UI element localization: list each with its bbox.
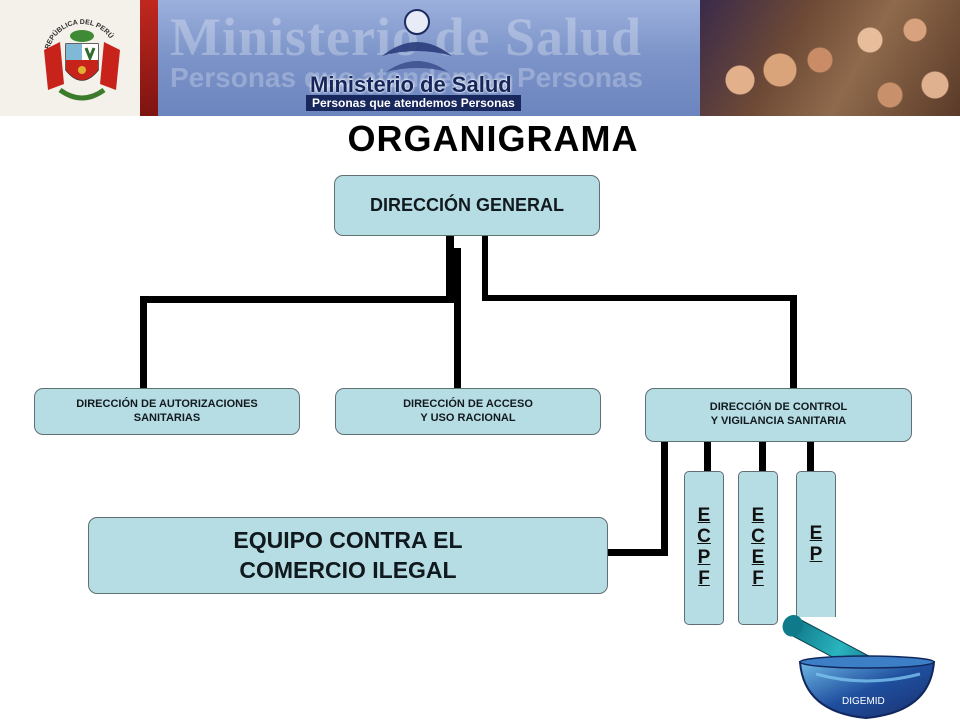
connector-control-drop bbox=[790, 295, 797, 390]
node-direccion-autorizaciones: DIRECCIÓN DE AUTORIZACIONES SANITARIAS bbox=[34, 388, 300, 435]
node-acceso-label-1: DIRECCIÓN DE ACCESO bbox=[403, 397, 533, 410]
connector-autorizaciones-drop bbox=[140, 296, 147, 390]
connector-horizontal-right bbox=[482, 295, 797, 301]
node-equipo-comercio-ilegal: EQUIPO CONTRA EL COMERCIO ILEGAL bbox=[88, 517, 608, 594]
ministry-name: Ministerio de Salud bbox=[310, 72, 512, 97]
node-ecef-letter: C bbox=[751, 526, 765, 548]
node-equipo-label-1: EQUIPO CONTRA EL bbox=[233, 526, 463, 553]
node-ep: E P bbox=[796, 471, 836, 617]
connector-general-left-down bbox=[446, 236, 454, 302]
flag-band bbox=[140, 0, 158, 116]
digemid-label: DIGEMID bbox=[842, 696, 885, 707]
node-ecpf: E C P F bbox=[684, 471, 724, 625]
ministry-slogan: Personas que atendemos Personas bbox=[306, 95, 521, 111]
header-banner: Ministerio de Salud Personas que atendem… bbox=[0, 0, 960, 116]
ministry-swirl-logo bbox=[382, 9, 452, 72]
mortar-pestle-icon bbox=[782, 614, 936, 720]
node-direccion-general: DIRECCIÓN GENERAL bbox=[334, 175, 600, 236]
node-autorizaciones-label-1: DIRECCIÓN DE AUTORIZACIONES bbox=[76, 397, 258, 410]
node-ecpf-letter: E bbox=[697, 505, 711, 527]
node-acceso-label-2: Y USO RACIONAL bbox=[420, 411, 516, 424]
node-ecef-letter: E bbox=[751, 547, 765, 568]
connector-ecpf-drop bbox=[704, 442, 711, 472]
node-control-label-2: Y VIGILANCIA SANITARIA bbox=[710, 415, 847, 427]
node-ep-letter: P bbox=[809, 543, 823, 565]
node-ecef-letter: F bbox=[752, 567, 764, 589]
node-direccion-general-label: DIRECCIÓN GENERAL bbox=[369, 195, 564, 216]
connector-equipo-horizontal bbox=[608, 549, 668, 556]
node-control-label-1: DIRECCIÓN DE CONTROL bbox=[709, 401, 848, 414]
connector-horizontal-left bbox=[140, 296, 454, 303]
node-ecef: E C E F bbox=[738, 471, 778, 625]
node-ecpf-letter: C bbox=[697, 526, 711, 548]
node-ep-letter: E bbox=[809, 522, 823, 544]
connector-ecef-drop bbox=[759, 442, 766, 472]
page-title: ORGANIGRAMA bbox=[347, 118, 639, 159]
connector-equipo-vertical bbox=[661, 442, 668, 555]
node-ecpf-letter: F bbox=[698, 567, 710, 589]
node-ecef-letter: E bbox=[751, 505, 765, 527]
people-photo-collage bbox=[700, 0, 960, 116]
node-autorizaciones-label-2: SANITARIAS bbox=[133, 411, 201, 424]
node-ecpf-letter: P bbox=[697, 547, 711, 568]
connector-ep-drop bbox=[807, 442, 814, 472]
node-direccion-control: DIRECCIÓN DE CONTROL Y VIGILANCIA SANITA… bbox=[645, 388, 912, 442]
connector-general-center-down bbox=[454, 248, 461, 390]
connector-general-right-down bbox=[482, 236, 488, 300]
peru-coat-of-arms-icon: REPÚBLICA DEL PERÚ bbox=[44, 19, 120, 101]
node-equipo-label-2: COMERCIO ILEGAL bbox=[239, 556, 457, 583]
node-direccion-acceso: DIRECCIÓN DE ACCESO Y USO RACIONAL bbox=[335, 388, 601, 435]
